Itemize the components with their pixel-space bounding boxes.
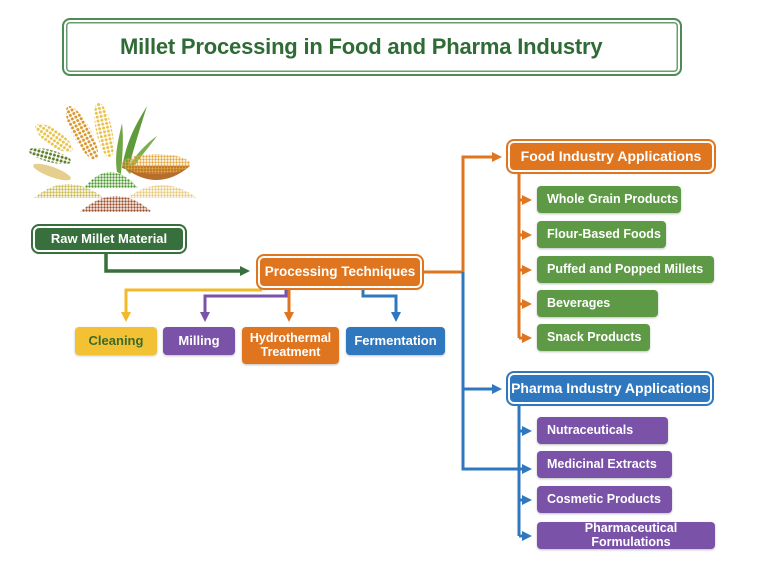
food-item-snack-products: Snack Products [537,324,650,351]
processing-techniques-node: Processing Techniques [256,254,424,290]
arrow-to-cleaning [121,288,262,322]
technique-cleaning: Cleaning [75,327,157,355]
technique-hydrothermal-line1: Hydrothermal [249,331,332,346]
pharma-item-pharmaceutical-formulations: Pharmaceutical Formulations [537,522,715,549]
pharma-industry-applications-node: Pharma Industry Applications [506,371,714,406]
food-item-whole-grain-products: Whole Grain Products [537,186,681,213]
arrow-to-milling [200,289,288,322]
technique-milling: Milling [163,327,235,355]
pharma-item-cosmetic-products: Cosmetic Products [537,486,672,513]
arrow-to-pharma [461,272,502,394]
millet-ear-icon [65,106,99,160]
pharma-item-nutraceuticals: Nutraceuticals [537,417,668,444]
food-industry-applications-node: Food Industry Applications [506,139,716,174]
pharma-item-medicinal-extracts: Medicinal Extracts [537,451,672,478]
title-banner: Millet Processing in Food and Pharma Ind… [62,18,682,76]
arrow-to-medicinal-extracts [461,389,532,474]
food-item-beverages: Beverages [537,290,658,317]
grain-heap-icon [34,184,104,198]
page-title: Millet Processing in Food and Pharma Ind… [120,34,603,59]
food-item-puffed-popped-millets: Puffed and Popped Millets [537,256,714,283]
technique-hydrothermal-line2: Treatment [260,344,321,359]
technique-hydrothermal-treatment: Hydrothermal Treatment [242,327,339,364]
millet-grains-illustration [28,102,197,212]
arrow-to-fermentation [361,289,401,322]
food-item-flour-based-foods: Flour-Based Foods [537,221,666,248]
technique-fermentation: Fermentation [346,327,445,355]
arrow-raw-to-processing [104,252,250,276]
leaf-icon [122,106,147,170]
raw-millet-material-node: Raw Millet Material [31,224,187,254]
arrow-to-food [424,152,502,274]
